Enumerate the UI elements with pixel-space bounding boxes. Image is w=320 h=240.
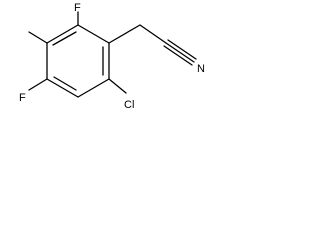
fluorine-left-label: F [19,92,26,104]
ring-bond-c4-c5 [46,78,79,98]
fluoro-left-bond [28,78,48,91]
fluorine-top-label: F [74,2,81,14]
ring-bond-c5-c6 [77,78,110,98]
aromatic-inner-bond-2 [52,31,77,46]
methyl-bond [28,31,48,44]
ring-bond-c2-c3 [46,24,79,44]
ch2-bond [108,24,141,44]
nitrile-triple-bond-offset-2 [163,45,193,66]
nitrogen-label: N [197,63,205,75]
aromatic-inner-bond-3 [53,76,77,91]
nitrile-triple-bond-center [165,42,195,63]
ring-bond-c1-c2 [77,24,110,44]
chloro-bond [108,78,127,94]
chemical-structure-diagram: F F Cl N [19,2,205,111]
nitrile-single-bond [139,24,167,44]
chemical-structure-canvas: F F Cl N [0,0,224,138]
nitrile-triple-bond-offset-1 [167,39,197,60]
chlorine-label: Cl [124,99,134,111]
